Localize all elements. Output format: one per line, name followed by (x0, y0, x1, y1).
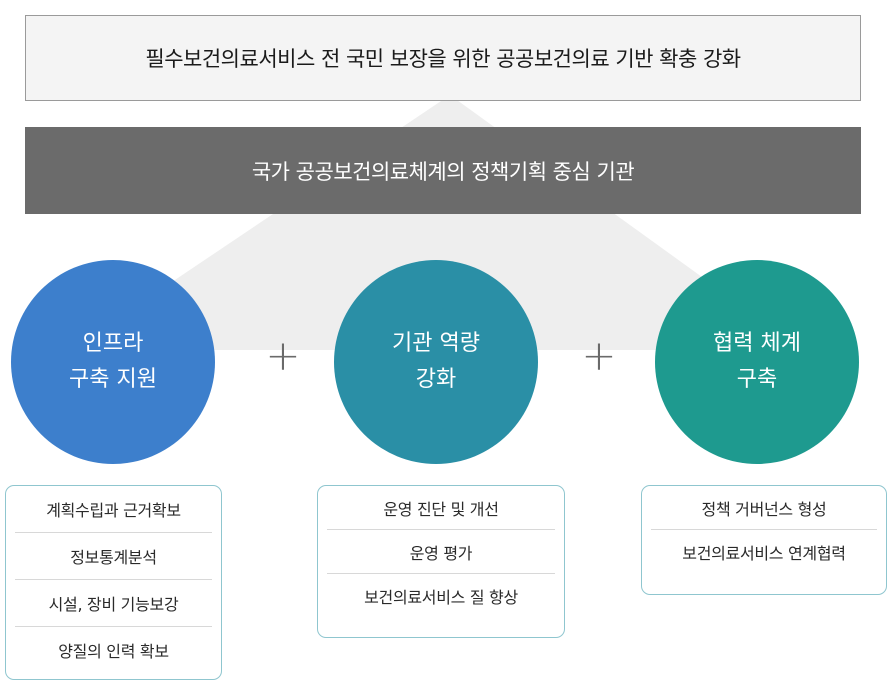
list-item: 운영 평가 (327, 530, 555, 574)
pillar-title-line1: 인프라 (82, 331, 144, 356)
pillar-title-line1: 협력 체계 (713, 331, 801, 356)
list-item: 운영 진단 및 개선 (327, 486, 555, 530)
pillar-list-cooperation: 정책 거버넌스 형성 보건의료서비스 연계협력 (641, 485, 887, 595)
pillar-title-line2: 구축 (736, 367, 778, 392)
pillar-circle-infrastructure: 인프라 구축 지원 (11, 260, 215, 464)
vision-text: 필수보건의료서비스 전 국민 보장을 위한 공공보건의료 기반 확충 강화 (145, 47, 741, 71)
list-item: 계획수립과 근거확보 (15, 486, 212, 533)
list-item: 양질의 인력 확보 (58, 642, 169, 661)
mission-band: 국가 공공보건의료체계의 정책기획 중심 기관 (25, 127, 861, 214)
list-item: 보건의료서비스 질 향상 (364, 587, 518, 607)
plus-icon: + (581, 331, 617, 380)
list-item: 시설, 장비 기능보강 (15, 580, 212, 627)
pillar-title-line2: 강화 (415, 367, 457, 392)
pillar-circle-capacity: 기관 역량 강화 (334, 260, 538, 464)
vision-box: 필수보건의료서비스 전 국민 보장을 위한 공공보건의료 기반 확충 강화 (25, 15, 861, 101)
plus-icon: + (265, 331, 301, 380)
pillar-list-infrastructure: 계획수립과 근거확보 정보통계분석 시설, 장비 기능보강 양질의 인력 확보 (5, 485, 222, 680)
pillar-title-line1: 기관 역량 (392, 331, 480, 356)
pillar-list-capacity: 운영 진단 및 개선 운영 평가 보건의료서비스 질 향상 (317, 485, 565, 638)
pillar-title-line2: 구축 지원 (69, 367, 157, 392)
pillar-circle-cooperation: 협력 체계 구축 (655, 260, 859, 464)
list-item: 정책 거버넌스 형성 (651, 486, 877, 530)
mission-text: 국가 공공보건의료체계의 정책기획 중심 기관 (251, 159, 635, 184)
list-item: 보건의료서비스 연계협력 (682, 543, 846, 563)
list-item: 정보통계분석 (15, 533, 212, 580)
